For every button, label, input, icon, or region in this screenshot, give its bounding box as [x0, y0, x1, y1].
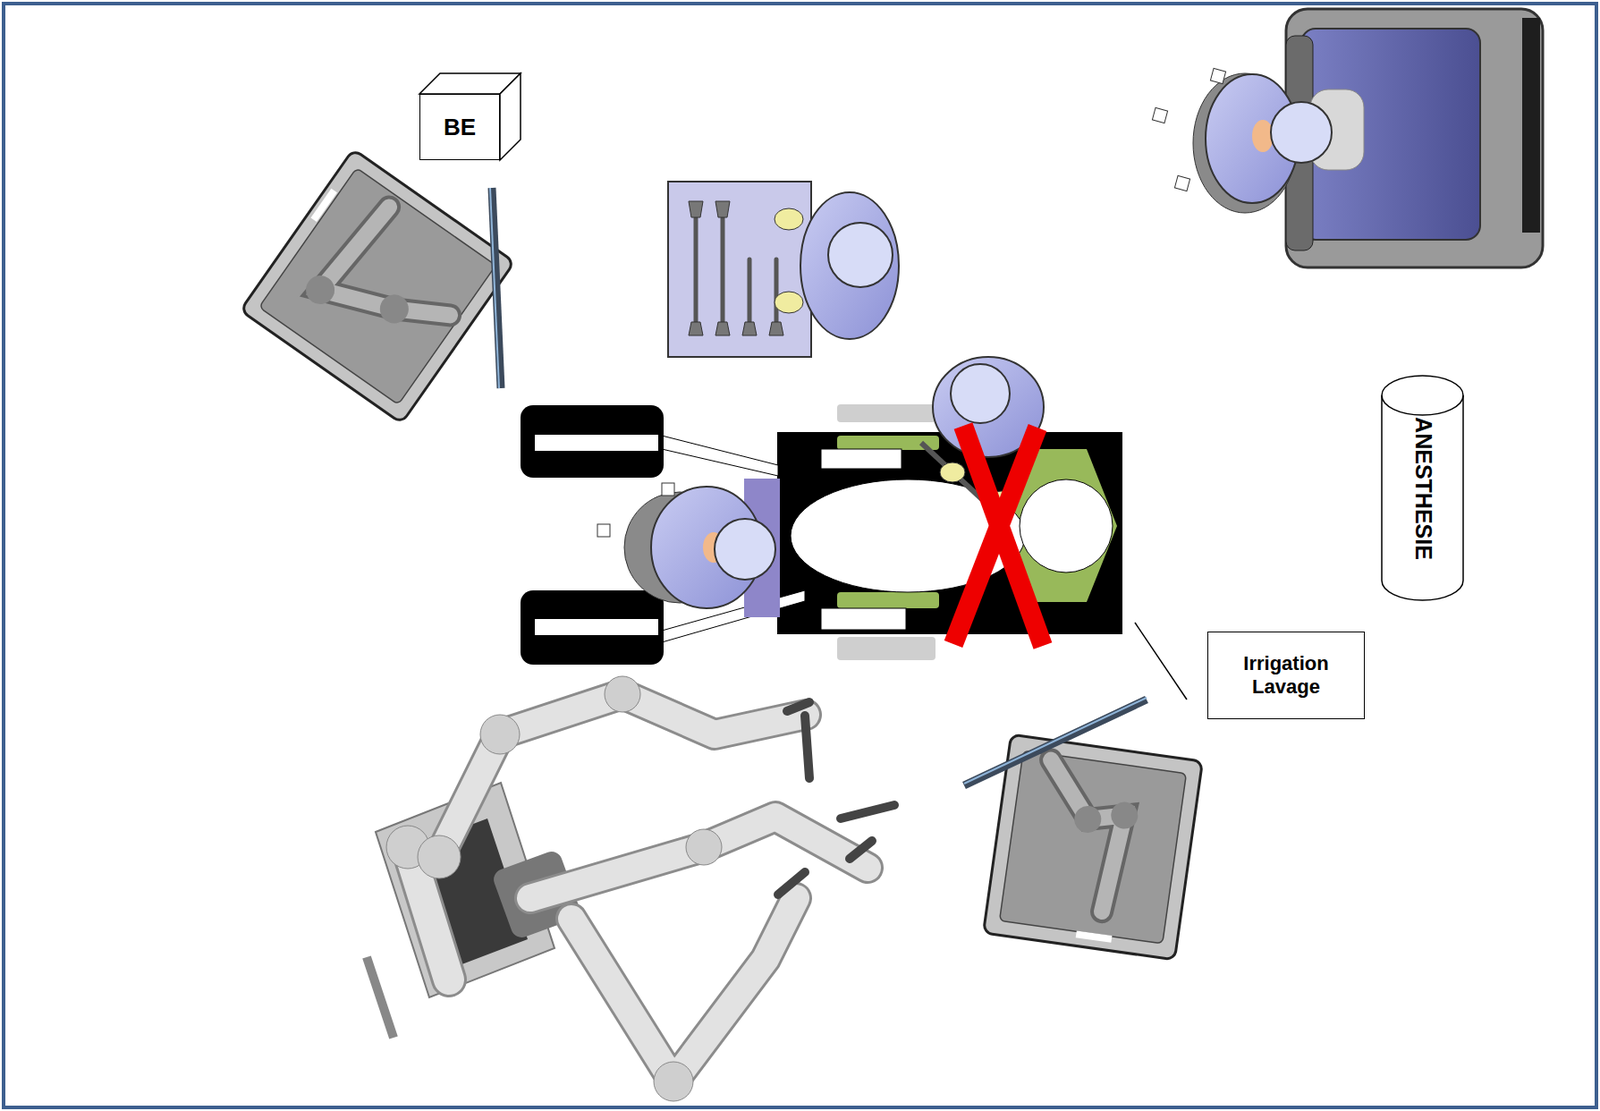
patient-table [534, 434, 659, 451]
robot-cart [685, 829, 722, 865]
monitor-tower [240, 149, 515, 424]
scrub-nurse [720, 214, 726, 331]
seated-surgeon [597, 524, 610, 537]
monitor-tower [259, 168, 497, 406]
node-label: ANESTHESIE [1409, 416, 1436, 560]
robot-cart [386, 676, 722, 1101]
seated-surgeon [597, 482, 776, 609]
monitor-tower [999, 750, 1187, 944]
scrub-nurse [668, 181, 812, 357]
robot-cart [480, 714, 520, 754]
scrub-nurse [688, 201, 784, 336]
monitor-tower [982, 734, 1203, 960]
cube-sides [499, 73, 521, 161]
monitor-tower [1031, 760, 1131, 914]
surgeon-console [1270, 101, 1332, 163]
cross-mark [953, 427, 1038, 644]
robot-cart [840, 804, 895, 819]
scrub-nurse [769, 321, 784, 336]
surgeon-console [1151, 8, 1543, 268]
scrub-nurse [688, 321, 703, 336]
robot-cart [366, 676, 895, 1101]
cylinder-outline [1381, 375, 1464, 601]
node-label: Irrigation Lavage [1215, 651, 1357, 699]
monitor-tower [1075, 930, 1113, 942]
scrub-nurse [828, 222, 893, 288]
scrub-nurse [688, 201, 703, 218]
monitor-tower [240, 149, 515, 424]
monitor-tower [1072, 804, 1103, 835]
robot-cart [778, 871, 805, 895]
surgeon-console [1210, 67, 1226, 84]
storage-box: BE [419, 93, 500, 161]
patient-table [837, 636, 936, 661]
page-border [3, 3, 1597, 1108]
monitor-tower [320, 202, 481, 360]
monitor-tower [1031, 760, 1131, 914]
patient-table [777, 431, 1123, 635]
patient-table [520, 590, 664, 665]
robot-cart [653, 1061, 694, 1101]
robot-cart [849, 840, 872, 859]
robot-cart [417, 835, 461, 879]
scrub-nurse [715, 201, 730, 218]
patient-table [661, 435, 779, 476]
surgeon-console [1151, 107, 1168, 123]
monitor-tower [374, 288, 415, 330]
scrub-nurse [774, 291, 804, 314]
patient-table [837, 404, 936, 423]
robot-cart [604, 676, 641, 712]
monitor-tower [300, 270, 341, 311]
robot-cart [804, 715, 810, 779]
patient-table [534, 618, 659, 635]
node-label: BE [443, 113, 476, 142]
patient-table [821, 448, 902, 469]
monitor-screen-edge [964, 697, 1147, 784]
robot-cart [778, 702, 895, 895]
seated-surgeon [714, 518, 776, 580]
monitor-tower [982, 734, 1203, 960]
scrub-nurse [800, 192, 899, 339]
monitor-screen [491, 187, 501, 389]
robot-cart [530, 816, 868, 898]
leader-line [1134, 622, 1187, 700]
robot-cart [366, 956, 394, 1038]
monitor-tower [1108, 800, 1140, 831]
patient-table [520, 405, 664, 478]
robot-cart [787, 702, 810, 712]
patient-table [821, 608, 906, 630]
assistant [950, 364, 1010, 424]
cylinder-rim [1381, 395, 1464, 415]
scrub-nurse [747, 259, 753, 331]
scrub-nurse [695, 214, 777, 331]
monitor-screen [964, 699, 1147, 786]
seated-surgeon [661, 482, 675, 496]
irrigation-box: Irrigation Lavage [1207, 631, 1365, 720]
assistant [939, 462, 966, 483]
cross-mark [953, 425, 1043, 646]
surgeon-console [1522, 17, 1541, 233]
surgeon-console [1174, 175, 1190, 191]
robot-cart [530, 816, 868, 898]
robot-cart [571, 897, 796, 1082]
scrub-nurse [742, 321, 757, 336]
scrub-nurse [715, 321, 730, 336]
scrub-nurse [694, 214, 699, 331]
patient-table [520, 404, 1123, 665]
robot-cart [571, 897, 796, 1082]
robot-cart [407, 694, 868, 1082]
patient-table [837, 592, 940, 609]
monitor-screen-edge [490, 187, 500, 389]
anesthesia-cart: ANESTHESIE [1380, 375, 1465, 601]
scrub-nurse [774, 208, 804, 230]
scrub-nurse [668, 181, 899, 357]
cube-sides [419, 73, 521, 161]
monitor-tower [310, 188, 337, 222]
patient-table [1019, 479, 1113, 573]
monitor-tower [320, 202, 481, 360]
